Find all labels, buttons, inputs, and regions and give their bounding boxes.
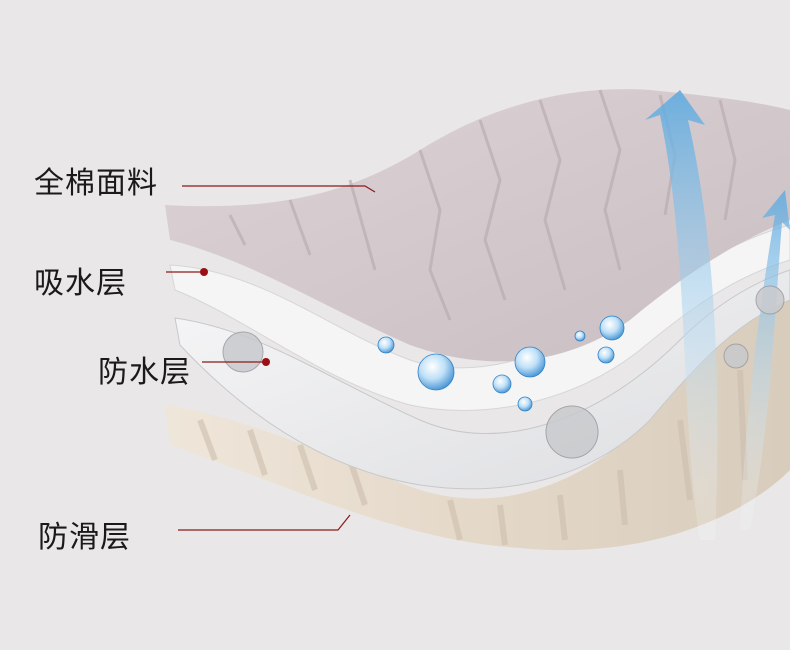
water-droplets: [377, 315, 625, 412]
airflow-arrow-icon: [740, 190, 790, 530]
label-absorbent-layer: 吸水层: [34, 266, 127, 301]
cotton-layer-shape: [165, 89, 790, 362]
leader-dot-waterproof: [262, 358, 270, 366]
leader-line-antislip: [178, 514, 351, 531]
leader-dot-absorbent: [200, 268, 208, 276]
label-cotton-fabric: 全棉面料: [34, 166, 158, 201]
label-waterproof-layer: 防水层: [98, 355, 191, 390]
airflow-arrow-icon: [645, 90, 718, 540]
leader-line-cotton: [182, 185, 376, 193]
leader-lines: [166, 185, 376, 531]
label-antislip-layer: 防滑层: [38, 520, 131, 555]
antislip-layer-shape: [165, 300, 790, 551]
